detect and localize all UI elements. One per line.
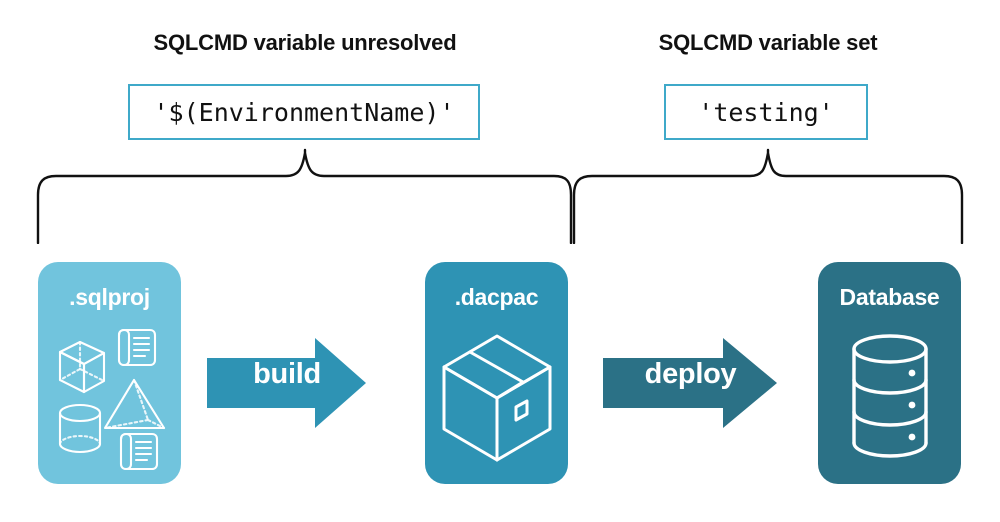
code-box-environment-name: '$(EnvironmentName)' — [128, 84, 480, 140]
cylinder-icon — [58, 403, 101, 454]
stage-card-dacpac-label: .dacpac — [454, 284, 539, 310]
cube-icon — [58, 340, 105, 394]
arrow-deploy-label: deploy — [644, 358, 737, 390]
pyramid-icon — [103, 378, 165, 430]
stage-card-dacpac[interactable]: .dacpac — [425, 262, 568, 484]
package-box-icon — [425, 318, 568, 478]
brace-right — [566, 148, 970, 249]
stage-card-sqlproj[interactable]: .sqlproj — [38, 262, 181, 484]
project-shapes-icon-art — [58, 328, 165, 471]
stage-card-sqlproj-label: .sqlproj — [69, 284, 150, 310]
arrow-build-icon — [207, 338, 366, 428]
database-icon-art — [851, 334, 928, 458]
package-box-icon-art — [442, 334, 551, 462]
scroll-icon — [119, 432, 158, 471]
brace-right-icon — [572, 148, 964, 245]
stage-card-database[interactable]: Database — [818, 262, 961, 484]
database-cylinder-icon — [818, 318, 961, 478]
arrow-build-label: build — [253, 358, 321, 390]
brace-left-icon — [36, 148, 573, 245]
project-shapes-icon — [38, 318, 181, 478]
arrow-deploy — [603, 337, 778, 434]
brace-left — [30, 148, 578, 249]
section-heading-unresolved: SQLCMD variable unresolved — [153, 30, 457, 55]
stage-card-database-label: Database — [839, 284, 940, 310]
scroll-icon — [117, 328, 156, 367]
section-heading-set: SQLCMD variable set — [658, 30, 878, 55]
code-box-testing: 'testing' — [664, 84, 868, 140]
arrow-build — [207, 337, 367, 434]
arrow-deploy-icon — [603, 338, 777, 428]
